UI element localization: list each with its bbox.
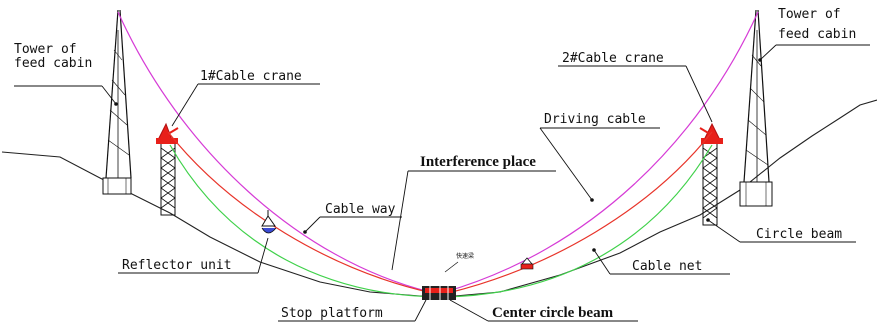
reflector-unit-right bbox=[520, 257, 534, 270]
label-reflector-unit: Reflector unit bbox=[122, 258, 232, 273]
left-support-column bbox=[160, 139, 176, 216]
label-driving-cable: Driving cable bbox=[544, 112, 646, 127]
label-tower-left-line1: Tower of bbox=[14, 42, 77, 57]
leader-lines bbox=[14, 44, 870, 322]
reflector-unit bbox=[261, 210, 277, 234]
label-cable-crane-2: 2#Cable crane bbox=[562, 51, 664, 66]
leader-dots bbox=[114, 58, 762, 252]
driving-cable-left bbox=[117, 11, 431, 293]
label-cable-crane-1: 1#Cable crane bbox=[200, 69, 302, 84]
label-tower-right-line2: feed cabin bbox=[778, 27, 856, 42]
label-interference-place: Interference place bbox=[420, 154, 536, 170]
label-small-center-note: 快速梁 bbox=[456, 252, 474, 260]
right-feed-tower bbox=[739, 9, 773, 207]
label-tower-left-line2: feed cabin bbox=[14, 56, 92, 71]
cable-way-right bbox=[447, 131, 713, 294]
cable-crane-2 bbox=[699, 122, 723, 144]
cable-crane-1 bbox=[156, 122, 179, 144]
driving-cable-right bbox=[444, 11, 759, 293]
label-tower-right-line1: Tower of bbox=[778, 7, 841, 22]
label-cable-net: Cable net bbox=[632, 259, 702, 274]
label-stop-platform: Stop platform bbox=[281, 306, 383, 321]
label-circle-beam: Circle beam bbox=[756, 227, 842, 242]
cable-way-left bbox=[167, 131, 433, 294]
center-platform bbox=[422, 261, 459, 300]
left-feed-tower bbox=[102, 9, 132, 195]
label-center-circle-beam: Center circle beam bbox=[492, 305, 614, 321]
terrain-line bbox=[1, 99, 877, 297]
label-cable-way: Cable way bbox=[325, 202, 396, 217]
